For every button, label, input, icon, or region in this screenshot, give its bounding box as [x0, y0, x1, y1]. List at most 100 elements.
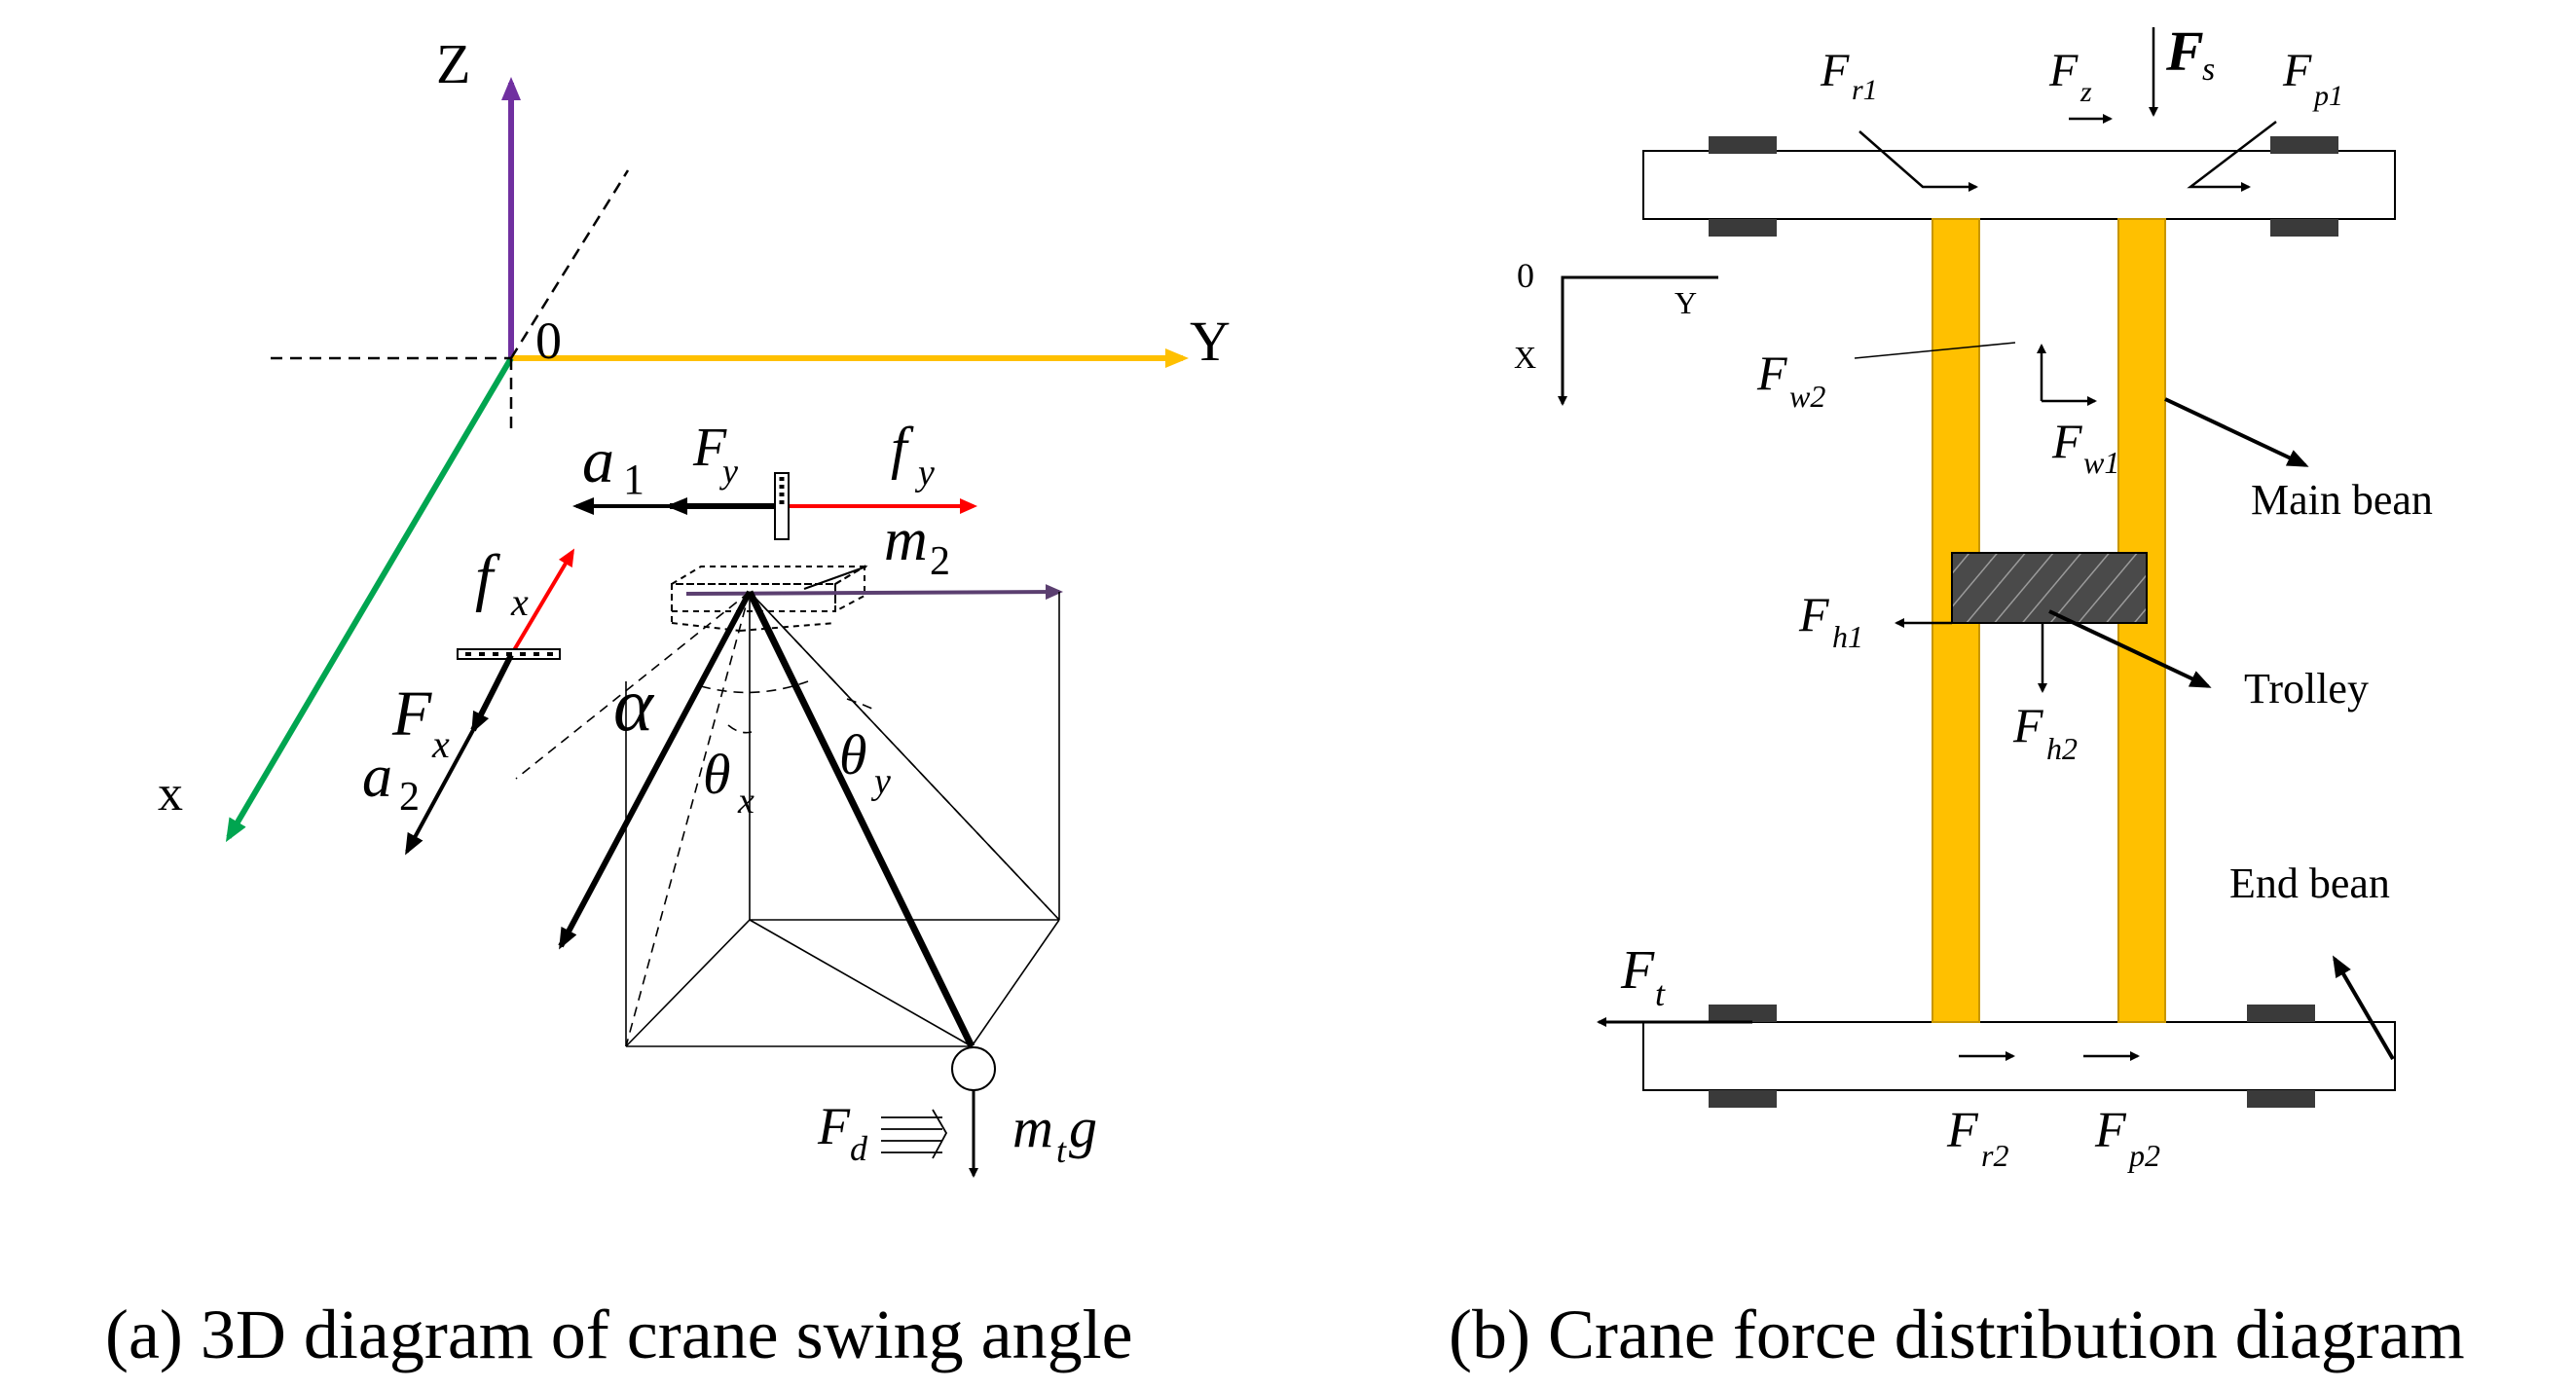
label-Fw2: F w2 — [1756, 346, 1825, 414]
label-fy: f y — [891, 416, 935, 493]
svg-text:f: f — [891, 416, 914, 480]
projection-box — [625, 591, 1060, 1047]
svg-text:F: F — [2165, 19, 2204, 83]
wheel-top-right-lower — [2270, 219, 2338, 237]
trolley-box — [668, 565, 868, 632]
svg-text:2: 2 — [399, 775, 420, 820]
svg-text:F: F — [1820, 45, 1850, 96]
svg-text:y: y — [870, 761, 891, 802]
x-axis-label: x — [158, 766, 183, 822]
svg-text:p1: p1 — [2312, 80, 2343, 112]
panel-b: 0 Y X F r1 F z F s F p1 F w2 — [1449, 19, 2465, 1373]
svg-text:h1: h1 — [1832, 619, 1863, 654]
svg-text:F: F — [2012, 698, 2043, 752]
svg-text:p2: p2 — [2127, 1138, 2160, 1173]
svg-text:F: F — [2051, 414, 2082, 468]
svg-text:θ: θ — [839, 723, 867, 786]
svg-text:w2: w2 — [1789, 379, 1825, 414]
label-Fp1: F p1 — [2282, 45, 2343, 112]
trolley-leader — [2048, 609, 2212, 688]
label-Fp2: F p2 — [2094, 1103, 2160, 1173]
label-mtg: m t g — [1012, 1096, 1097, 1170]
svg-text:F: F — [2094, 1103, 2127, 1158]
svg-text:a: a — [582, 425, 614, 496]
z-axis-label: Z — [436, 32, 470, 95]
svg-text:d: d — [850, 1129, 868, 1168]
Fp1-arrow — [2187, 121, 2277, 192]
bottom-end-beam — [1642, 1021, 2396, 1091]
wheel-bottom-left-lower — [1709, 1090, 1777, 1108]
wind-force-arrows — [881, 1109, 948, 1159]
label-Fw1: F w1 — [2051, 414, 2119, 480]
end-bean-label: End bean — [2229, 859, 2390, 907]
x-axis — [225, 356, 514, 843]
wheel-top-right-upper — [2270, 136, 2338, 154]
a2-arrow — [405, 729, 475, 856]
b-x-label: X — [1514, 340, 1536, 375]
caption-a: (a) 3D diagram of crane swing angle — [105, 1296, 1133, 1373]
svg-text:x: x — [510, 580, 529, 624]
label-theta-x: θ x — [703, 743, 754, 822]
label-a2: a 2 — [362, 744, 420, 820]
svg-text:F: F — [2282, 45, 2312, 96]
svg-text:w1: w1 — [2083, 445, 2119, 480]
label-theta-y: θ y — [839, 723, 891, 802]
svg-text:f: f — [475, 542, 500, 613]
svg-text:F: F — [391, 678, 432, 749]
svg-text:x: x — [431, 722, 450, 766]
label-Fr2: F r2 — [1946, 1103, 2008, 1173]
label-a1: a 1 — [582, 425, 644, 503]
svg-text:F: F — [2048, 45, 2079, 96]
Fw2-leader — [1854, 342, 2016, 359]
y-axis-label: Y — [1190, 310, 1231, 373]
svg-text:F: F — [1756, 346, 1787, 400]
label-Fd: F d — [817, 1097, 868, 1168]
Fr1-arrow — [1858, 130, 1978, 192]
b-origin-label: 0 — [1517, 256, 1534, 295]
label-Fy: F y — [692, 418, 738, 491]
svg-text:r1: r1 — [1852, 74, 1878, 106]
m2-leader — [803, 566, 867, 590]
trolley-label: Trolley — [2244, 665, 2369, 713]
label-Fh1: F h1 — [1798, 587, 1863, 654]
wheel-top-left-upper — [1709, 136, 1777, 154]
label-m2: m 2 — [884, 507, 950, 584]
alpha-rope-arrow — [558, 590, 753, 950]
svg-text:y: y — [914, 453, 935, 493]
main-bean-label: Main bean — [2251, 476, 2433, 524]
label-Fr1: F r1 — [1820, 45, 1878, 106]
panel-a: Z Y x 0 a 1 F y f y — [105, 32, 1231, 1373]
origin-label: 0 — [535, 311, 562, 370]
svg-text:F: F — [1620, 940, 1655, 1001]
svg-text:t: t — [1655, 974, 1666, 1013]
trolley-y-arrow — [685, 584, 1063, 601]
svg-text:r2: r2 — [1981, 1138, 2008, 1173]
label-Fx: F x — [391, 678, 450, 766]
svg-text:g: g — [1069, 1096, 1097, 1159]
dashed-negative-x — [509, 169, 630, 359]
fx-arrow — [509, 548, 575, 657]
svg-text:s: s — [2202, 52, 2215, 88]
hoist-rope — [746, 590, 975, 1048]
end-bean-leader — [2332, 955, 2395, 1061]
svg-text:F: F — [1946, 1103, 1979, 1158]
label-Fz: F z — [2048, 45, 2092, 108]
label-alpha: α — [613, 662, 655, 747]
svg-text:2: 2 — [930, 539, 950, 584]
svg-text:θ: θ — [703, 743, 731, 806]
wheel-top-left-lower — [1709, 219, 1777, 237]
label-Fh2: F h2 — [2012, 698, 2078, 766]
load-mass — [951, 1046, 996, 1091]
wheel-bottom-right-upper — [2247, 1005, 2315, 1022]
label-Fs: F s — [2165, 19, 2215, 88]
svg-text:a: a — [362, 744, 392, 810]
svg-text:x: x — [737, 781, 754, 822]
svg-text:z: z — [2079, 76, 2092, 108]
y-rail-marker — [774, 472, 790, 540]
svg-text:1: 1 — [623, 456, 644, 503]
svg-text:F: F — [1798, 587, 1829, 641]
main-bean-leader — [2164, 397, 2309, 467]
svg-text:F: F — [817, 1097, 851, 1155]
label-Ft: F t — [1620, 940, 1666, 1013]
